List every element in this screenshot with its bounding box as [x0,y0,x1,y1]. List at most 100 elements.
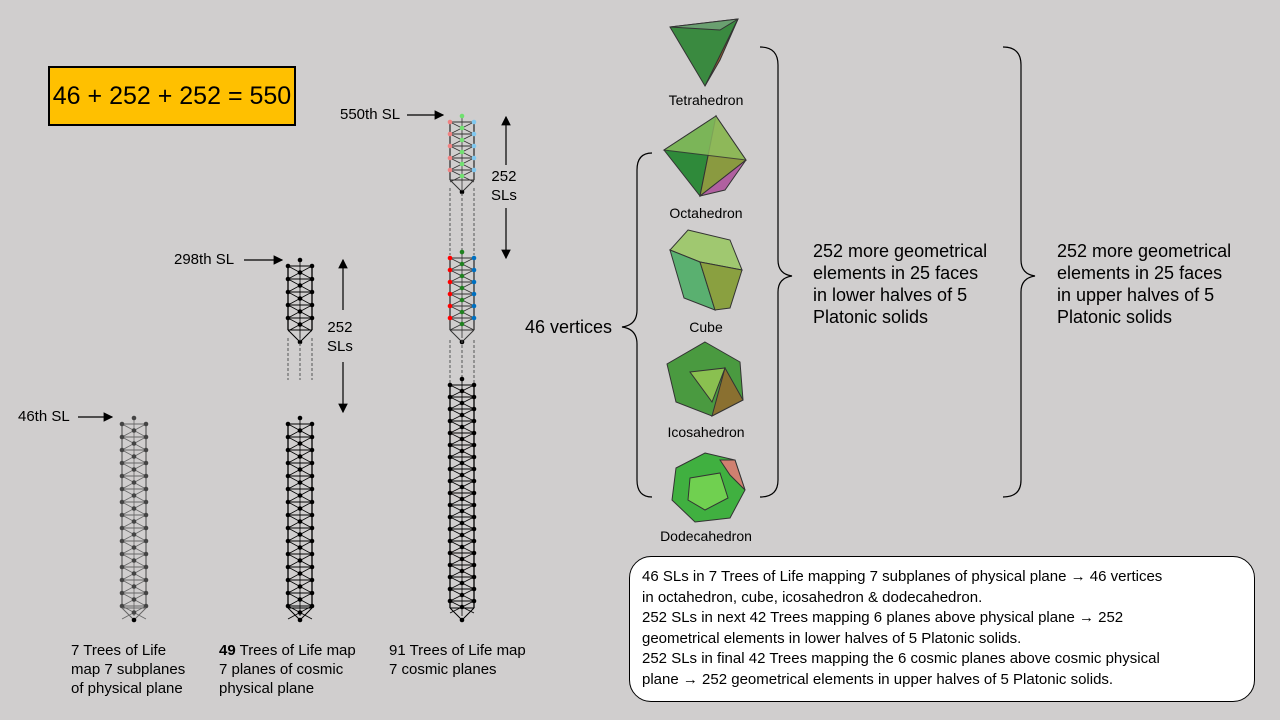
tree-of-life-columns [119,113,477,623]
text-line: 252 more geometrical [1057,241,1232,261]
text-line: 252 more geometrical [813,241,988,261]
lattice-node [471,418,477,424]
lattice-node [459,460,465,466]
lattice-node [447,502,453,508]
lattice-node [309,499,315,505]
dodecahedron-icon [671,452,746,523]
lattice-node [459,173,465,179]
lattice-node [143,512,149,518]
lattice-node [459,448,465,454]
lattice-node [459,189,465,195]
lattice-node [131,617,137,623]
lattice-node [309,564,315,570]
text-line: elements in 25 faces [1057,263,1223,283]
lattice-node [309,447,315,453]
lattice-node [309,421,315,427]
lattice-node [285,525,291,531]
lattice-node [285,302,291,308]
lattice-node [143,577,149,583]
lattice-node [131,610,137,615]
lattice-node [471,406,477,412]
caption-line: Trees of Life map [235,642,356,659]
lattice-node [285,551,291,557]
lattice-node [131,441,137,446]
lattice-node [471,466,477,472]
lattice-node [459,161,465,167]
lattice-node [471,586,477,592]
lattice-node [459,376,465,382]
lattice-node [309,577,315,583]
lattice-node [447,454,453,460]
lattice-node [309,473,315,479]
lattice-node [309,276,315,282]
lattice-node [447,442,453,448]
caption-line: of physical plane [71,680,183,697]
lattice-node [119,564,125,570]
lattice-node [471,538,477,544]
text-line: in lower halves of 5 [813,285,968,305]
lattice-node [309,460,315,466]
lattice-node [131,480,137,485]
lattice-node [119,538,125,544]
summary-line: plane → 252 geometrical elements in uppe… [642,670,1114,688]
solid-label-icosahedron: Icosahedron [667,424,745,440]
lattice-node [471,315,477,321]
cube-icon [669,229,743,311]
lattice-node [447,291,453,297]
span-number: 252 [491,168,517,185]
solid-label-dodecahedron: Dodecahedron [660,528,752,544]
lattice-node [471,279,477,285]
lattice-node [285,447,291,453]
summary-box: 46 SLs in 7 Trees of Life mapping 7 subp… [629,556,1255,702]
lattice-node [459,125,465,131]
lattice-node [297,415,303,421]
lattice-node [143,486,149,492]
span-number: 252 [327,319,353,336]
summary-line: 252 SLs in final 42 Trees mapping the 6 … [642,650,1160,667]
lattice-node [297,257,303,263]
lattice-node [459,113,465,119]
lattice-node [297,610,303,615]
text-line: in upper halves of 5 [1057,285,1215,305]
lattice-node [297,428,303,433]
caption-line: 91 Trees of Life map [389,642,526,659]
lattice-node [131,454,137,459]
lattice-node [447,267,453,273]
lattice-node [471,382,477,388]
lattice-node [447,131,453,137]
lattice-node [459,532,465,538]
lattice-node [471,550,477,556]
lattice-node [309,315,315,321]
lattice-node [447,406,453,412]
lattice-node [447,303,453,309]
lattice-node [285,512,291,518]
lattice-node [119,486,125,492]
lattice-node [447,394,453,400]
lattice-node [459,604,465,610]
equation-box: 46 + 252 + 252 = 550 [48,66,296,126]
lattice-node [285,538,291,544]
lattice-node [309,538,315,544]
lattice-node [459,544,465,550]
caption-line: 7 Trees of Life [71,642,167,659]
lattice-node [459,297,465,303]
lattice-node [471,167,477,173]
lattice-node [297,283,303,288]
lattice-node [471,119,477,125]
solid-label-octahedron: Octahedron [669,205,743,221]
right-brace [1002,46,1036,498]
lattice-node [471,291,477,297]
lattice-node [309,525,315,531]
lattice-node [459,508,465,514]
lattice-node [447,382,453,388]
lattice-node [285,590,291,596]
lattice-node [447,586,453,592]
lattice-node [285,434,291,440]
lattice-node [459,261,465,267]
lattice-node [459,592,465,598]
lattice-node [297,558,303,563]
lattice-node [459,436,465,442]
marker-550th-sl: 550th SL [340,106,401,123]
